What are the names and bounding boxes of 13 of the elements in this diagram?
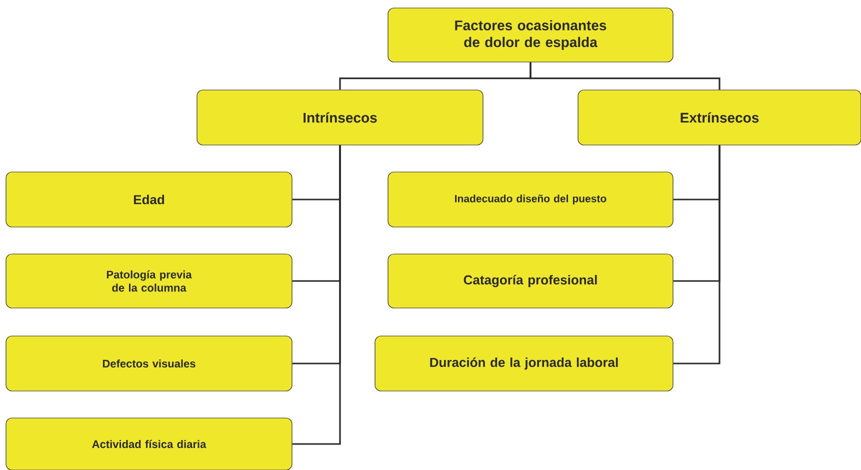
category-box: Patología previa de la columna bbox=[6, 254, 292, 308]
category-box: Edad bbox=[6, 172, 292, 228]
category-box: Factores ocasionantes de dolor de espalda bbox=[388, 8, 674, 62]
connector-line bbox=[530, 62, 720, 90]
category-box: Catagoría profesional bbox=[388, 254, 674, 308]
category-box: Extrínsecos bbox=[578, 90, 861, 146]
category-box: Intrínsecos bbox=[196, 90, 484, 146]
category-box: Defectos visuales bbox=[6, 336, 292, 392]
category-box: Actividad física diaria bbox=[6, 418, 292, 470]
category-box: Inadecuado diseño del puesto bbox=[388, 172, 674, 228]
connector-line bbox=[673, 145, 720, 364]
connector-line bbox=[292, 145, 341, 445]
category-box: Duración de la jornada laboral bbox=[374, 336, 674, 392]
